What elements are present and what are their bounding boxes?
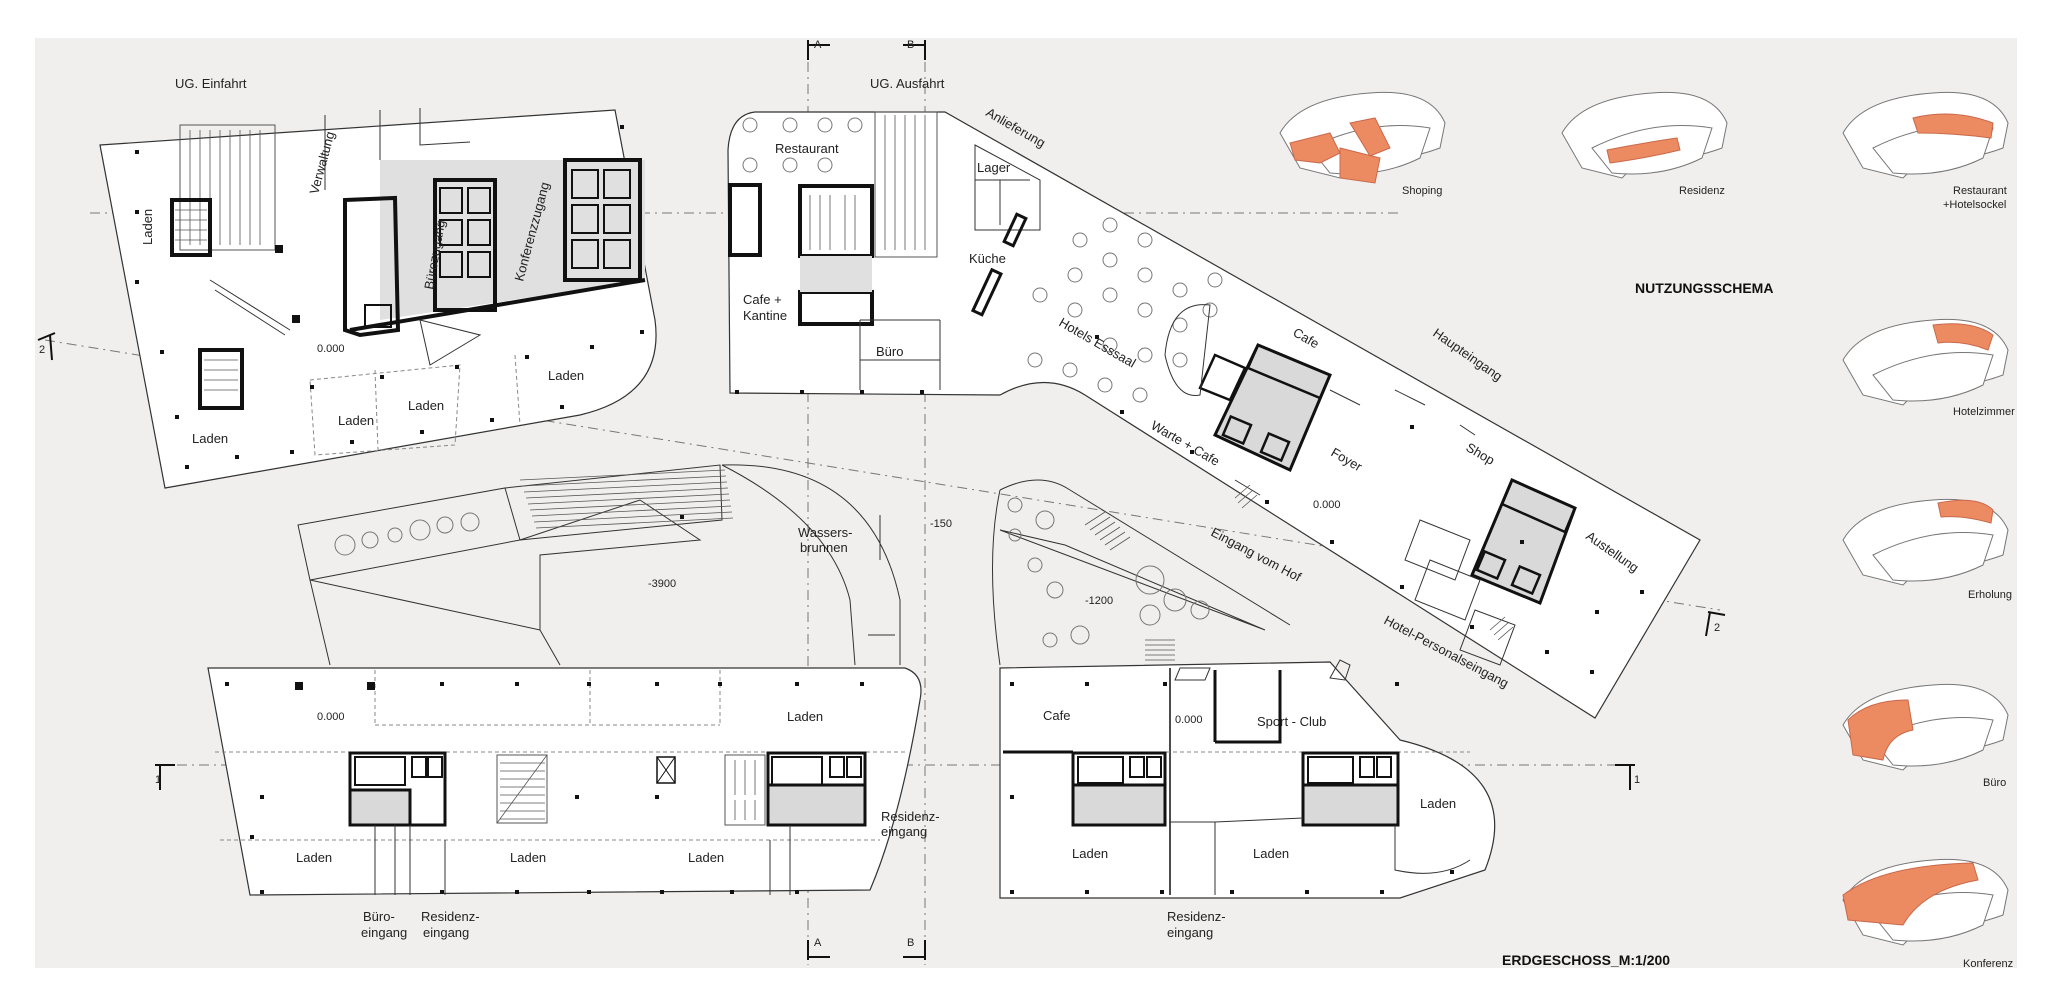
level-marks: 0.000 0.000 0.000 0.000 -150 -3900 -1200: [317, 343, 1341, 726]
schema-item-shoping: Shoping: [1279, 91, 1446, 197]
label-cafe: Cafe: [1043, 708, 1070, 723]
schema-item-hotelzimmer: Hotelzimmer: [1842, 318, 2015, 418]
section-marker-2-left: 2: [37, 332, 56, 361]
schema-label: +Hotelsockel: [1943, 199, 2006, 211]
label-residenz-eingang: eingang: [881, 824, 927, 839]
courtyard: [297, 464, 1291, 666]
label-laden: Laden: [338, 413, 374, 428]
svg-text:2: 2: [39, 344, 45, 356]
label-residenz-eingang: Residenz-: [1167, 909, 1226, 924]
schema-item-restaurant: Restaurant +Hotelsockel: [1842, 91, 2009, 211]
level-mark: 0.000: [317, 343, 345, 355]
schema-label: Hotelzimmer: [1953, 406, 2015, 418]
label-laden: Laden: [296, 850, 332, 865]
label-wassersbrunnen: Wassers-: [798, 525, 852, 540]
section-marker-b-top: B: [903, 39, 926, 60]
schema-item-buero: Büro: [1842, 683, 2009, 789]
building-southwest: [207, 667, 922, 896]
section-marker-a-bottom: A: [807, 937, 830, 960]
level-mark: 0.000: [317, 711, 345, 723]
building-southeast: [999, 659, 1496, 899]
schema-label: Konferenz: [1963, 958, 2013, 970]
label-laden: Laden: [688, 850, 724, 865]
label-restaurant: Restaurant: [775, 141, 839, 156]
label-lager: Lager: [977, 160, 1011, 175]
label-cafe-kantine: Cafe +: [743, 292, 782, 307]
schema-label: Shoping: [1402, 185, 1442, 197]
label-laden: Laden: [787, 709, 823, 724]
label-laden: Laden: [548, 368, 584, 383]
svg-text:1: 1: [1634, 774, 1640, 786]
schema-label: Büro: [1983, 777, 2006, 789]
schema-item-konferenz: Konferenz: [1842, 858, 2013, 970]
label-wassersbrunnen: brunnen: [800, 540, 848, 555]
label-buero-eingang: Büro-: [363, 909, 395, 924]
label-residenz-eingang: eingang: [423, 925, 469, 940]
label-buero-eingang: eingang: [361, 925, 407, 940]
label-kueche: Küche: [969, 251, 1006, 266]
schema-item-residenz: Residenz: [1561, 91, 1728, 197]
level-mark: -1200: [1085, 595, 1113, 607]
svg-text:A: A: [814, 39, 822, 51]
svg-text:A: A: [814, 937, 822, 949]
label-residenz-eingang: Residenz-: [421, 909, 480, 924]
label-cafe-kantine: Kantine: [743, 308, 787, 323]
level-mark: -3900: [648, 578, 676, 590]
section-marker-1-left: 1: [155, 764, 175, 790]
schema-item-erholung: Erholung: [1842, 498, 2012, 601]
building-north-hotel: [727, 111, 1701, 719]
svg-text:1: 1: [155, 774, 161, 786]
level-mark: 0.000: [1313, 499, 1341, 511]
label-residenz-eingang: Residenz-: [881, 809, 940, 824]
level-mark: -150: [930, 518, 952, 530]
label-laden: Laden: [192, 431, 228, 446]
sheet-title: ERDGESCHOSS_M:1/200: [1502, 952, 1670, 968]
usage-schema-title: NUTZUNGSSCHEMA: [1635, 280, 1773, 296]
schema-label: Restaurant: [1953, 185, 2007, 197]
svg-text:2: 2: [1714, 622, 1720, 634]
label-buero: Büro: [876, 344, 903, 359]
svg-text:B: B: [907, 937, 914, 949]
schema-label: Residenz: [1679, 185, 1725, 197]
label-laden: Laden: [140, 209, 155, 245]
label-laden: Laden: [408, 398, 444, 413]
label-residenz-eingang: eingang: [1167, 925, 1213, 940]
label-laden: Laden: [1253, 846, 1289, 861]
section-marker-b-bottom: B: [903, 937, 926, 960]
section-marker-a-top: A: [807, 39, 830, 60]
schema-label: Erholung: [1968, 589, 2012, 601]
svg-text:B: B: [907, 39, 914, 51]
usage-schema: Shoping Residenz Restaurant +Hotelsockel…: [1279, 91, 2015, 970]
level-mark: 0.000: [1175, 714, 1203, 726]
section-marker-2-right: 2: [1705, 611, 1726, 637]
label-laden: Laden: [1072, 846, 1108, 861]
label-ug-einfahrt: UG. Einfahrt: [175, 76, 247, 91]
label-laden: Laden: [510, 850, 546, 865]
section-marker-1-right: 1: [1615, 764, 1640, 790]
label-ug-ausfahrt: UG. Ausfahrt: [870, 76, 945, 91]
building-northwest: [99, 108, 657, 489]
label-laden: Laden: [1420, 796, 1456, 811]
label-sport-club: Sport - Club: [1257, 714, 1326, 729]
